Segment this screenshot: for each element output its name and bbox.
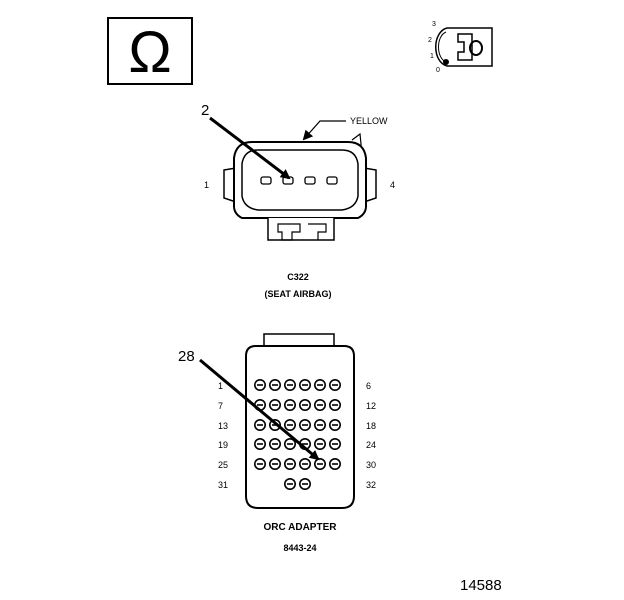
orc-pin-cavity bbox=[254, 378, 267, 391]
ohm-meter-icon: Ω bbox=[107, 17, 193, 85]
orc-callout-number: 28 bbox=[178, 348, 195, 365]
ignition-key-icon: 3 2 1 0 bbox=[428, 21, 493, 74]
c322-pin-3 bbox=[304, 176, 316, 185]
orc-adapter-name: ORC ADAPTER bbox=[264, 522, 338, 533]
orc-pin-cavity bbox=[328, 418, 341, 431]
orc-row-label-left: 19 bbox=[218, 440, 228, 450]
orc-pin-cavity bbox=[328, 398, 341, 411]
c322-pin-4 bbox=[326, 176, 338, 185]
c322-housing bbox=[233, 141, 367, 219]
orc-pin-cavity bbox=[313, 398, 326, 411]
wire-color-leader bbox=[302, 120, 346, 141]
c322-pin-right-label: 4 bbox=[390, 180, 395, 190]
orc-pin-cavity bbox=[313, 437, 326, 450]
orc-row-label-right: 24 bbox=[366, 440, 376, 450]
c322-pin-left-label: 1 bbox=[204, 180, 209, 190]
orc-pin-cavity bbox=[328, 437, 341, 450]
orc-pin-cavity bbox=[268, 437, 281, 450]
orc-row-labels-right: 6 12 18 24 30 32 bbox=[366, 381, 376, 490]
orc-pin-cavity bbox=[254, 457, 267, 470]
orc-row-label-right: 12 bbox=[366, 401, 376, 411]
c322-connector: YELLOW 1 4 2 C322 (SEAT AIRBAG) bbox=[201, 102, 395, 299]
ohm-symbol: Ω bbox=[128, 20, 171, 85]
orc-pin-cavity bbox=[298, 378, 311, 391]
orc-pin-cavity bbox=[328, 378, 341, 391]
c322-connector-name: C322 bbox=[287, 272, 309, 282]
key-position-3: 3 bbox=[432, 21, 436, 28]
orc-row-label-left: 31 bbox=[218, 480, 228, 490]
orc-callout-arrow bbox=[199, 358, 320, 461]
orc-pin-cavity bbox=[283, 398, 296, 411]
orc-pin-cavity bbox=[283, 418, 296, 431]
wire-color-label: YELLOW bbox=[350, 116, 388, 126]
orc-pin-cavity bbox=[298, 398, 311, 411]
orc-pin-cavity bbox=[313, 378, 326, 391]
key-position-0: 0 bbox=[436, 67, 440, 74]
c322-callout-arrow bbox=[209, 116, 291, 180]
orc-adapter-connector: 1 7 13 19 25 31 6 12 18 24 30 32 28 ORC … bbox=[178, 333, 376, 553]
orc-row-label-right: 18 bbox=[366, 421, 376, 431]
orc-pin-cavity bbox=[268, 398, 281, 411]
orc-row-label-left: 1 bbox=[218, 381, 223, 391]
orc-row-label-left: 7 bbox=[218, 401, 223, 411]
orc-pin-cavity bbox=[298, 457, 311, 470]
orc-row-label-right: 6 bbox=[366, 381, 371, 391]
orc-pin-cavity bbox=[298, 477, 311, 490]
orc-pin-cavity bbox=[298, 418, 311, 431]
key-position-1: 1 bbox=[430, 53, 434, 60]
c322-connector-description: (SEAT AIRBAG) bbox=[265, 289, 332, 299]
orc-pin-cavity bbox=[268, 457, 281, 470]
orc-row-labels-left: 1 7 13 19 25 31 bbox=[218, 381, 228, 490]
key-position-dot bbox=[443, 59, 449, 65]
orc-pin-cavity bbox=[283, 378, 296, 391]
orc-pin-cavity bbox=[283, 457, 296, 470]
orc-pin-cavity bbox=[313, 457, 326, 470]
orc-pin-cavity bbox=[283, 437, 296, 450]
orc-pin-cavity bbox=[328, 457, 341, 470]
key-position-2: 2 bbox=[428, 37, 432, 44]
orc-row-label-right: 32 bbox=[366, 480, 376, 490]
c322-pin-1 bbox=[260, 176, 272, 185]
orc-pin-cavity bbox=[313, 418, 326, 431]
ohm-box-frame bbox=[107, 17, 193, 85]
orc-row-label-left: 25 bbox=[218, 460, 228, 470]
orc-pin-cavity bbox=[254, 418, 267, 431]
orc-pin-cavity bbox=[268, 378, 281, 391]
orc-adapter-part-number: 8443-24 bbox=[283, 543, 316, 553]
figure-number: 14588 bbox=[460, 577, 502, 594]
orc-pin-cavity bbox=[254, 437, 267, 450]
orc-pin-grid bbox=[254, 378, 341, 490]
c322-callout-number: 2 bbox=[201, 102, 209, 119]
orc-row-label-right: 30 bbox=[366, 460, 376, 470]
orc-row-label-left: 13 bbox=[218, 421, 228, 431]
orc-pin-cavity bbox=[283, 477, 296, 490]
